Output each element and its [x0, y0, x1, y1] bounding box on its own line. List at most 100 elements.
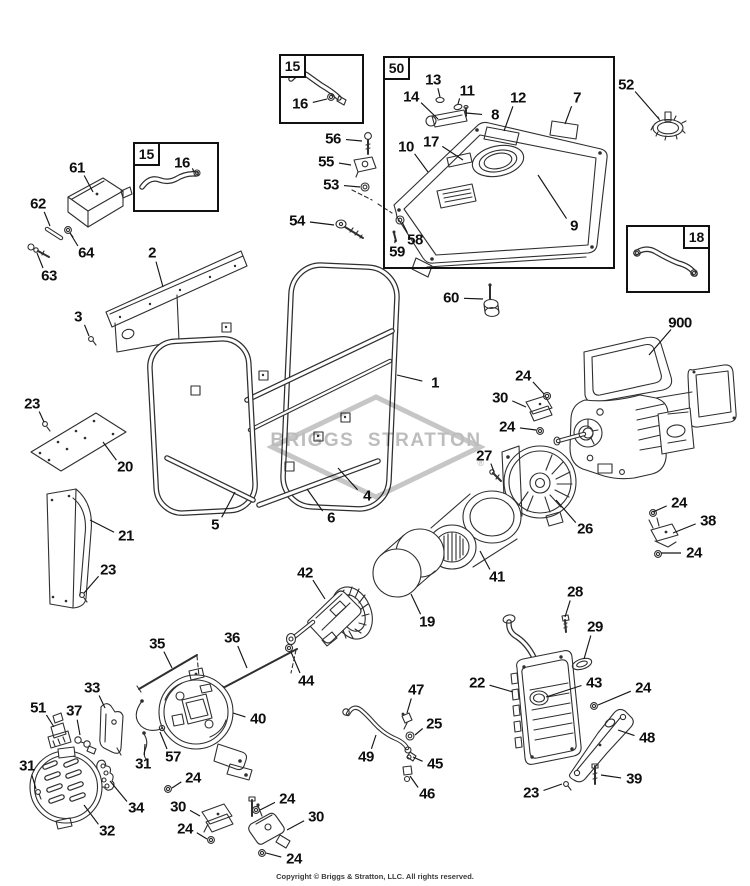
part-callout-62: 62 — [30, 195, 46, 213]
fuel-valve-grommet — [483, 283, 500, 318]
part-callout-36: 36 — [224, 629, 240, 647]
leader-line — [401, 221, 408, 233]
part-callout-20: 20 — [117, 458, 133, 476]
part-callout-34: 34 — [128, 799, 144, 817]
part-callout-22: 22 — [469, 674, 485, 692]
inset-box-50: 50 — [383, 56, 615, 269]
leader-line — [532, 381, 545, 395]
leader-line — [479, 550, 491, 570]
leader-line — [312, 98, 328, 103]
part-callout-38: 38 — [700, 512, 716, 530]
part-callout-61: 61 — [69, 159, 85, 177]
side-panels — [30, 412, 127, 609]
part-callout-37: 37 — [66, 702, 82, 720]
part-callout-48: 48 — [639, 729, 655, 747]
leader-line — [265, 852, 282, 858]
part-callout-63: 63 — [41, 267, 57, 285]
part-callout-23: 23 — [24, 395, 40, 413]
leader-line — [465, 112, 483, 115]
part-callout-35: 35 — [149, 635, 165, 653]
leader-line — [109, 780, 128, 802]
leader-line — [232, 712, 246, 718]
fuel-hose-inset-mid — [139, 169, 201, 190]
part-callout-2: 2 — [148, 244, 156, 262]
leader-line — [396, 374, 423, 382]
leader-line — [43, 211, 51, 227]
leader-line — [409, 775, 419, 788]
leader-line — [617, 729, 635, 737]
part-callout-24: 24 — [177, 820, 193, 838]
part-callout-60: 60 — [443, 289, 459, 307]
part-callout-19: 19 — [419, 613, 435, 631]
leader-line — [414, 153, 429, 173]
part-callout-6: 6 — [327, 509, 335, 527]
leader-line — [489, 684, 514, 693]
part-callout-31: 31 — [135, 755, 151, 773]
leader-line — [83, 175, 94, 193]
brush-and-leads — [47, 699, 166, 791]
leader-line — [412, 756, 423, 762]
part-callout-39: 39 — [626, 770, 642, 788]
inset-box-label: 15 — [135, 144, 160, 166]
part-callout-4: 4 — [363, 487, 371, 505]
part-callout-16: 16 — [292, 95, 308, 113]
leader-line — [290, 651, 301, 674]
leader-line — [463, 297, 484, 300]
part-callout-30: 30 — [170, 798, 186, 816]
intake-silencer — [27, 177, 133, 258]
part-callout-10: 10 — [398, 138, 414, 156]
leader-line — [519, 427, 537, 431]
part-callout-31: 31 — [19, 757, 35, 775]
leader-line — [564, 106, 573, 125]
muffler-group — [502, 614, 634, 791]
engine — [553, 336, 737, 480]
leader-line — [555, 499, 577, 523]
leader-line — [457, 98, 461, 105]
part-callout-9: 9 — [570, 217, 578, 235]
part-callout-7: 7 — [573, 89, 581, 107]
part-callout-21: 21 — [118, 527, 134, 545]
inset-box-label: 50 — [385, 58, 410, 80]
part-callout-40: 40 — [250, 710, 266, 728]
part-callout-45: 45 — [427, 755, 443, 773]
part-callout-1: 1 — [431, 374, 439, 392]
leader-line — [191, 168, 195, 173]
leader-line — [543, 783, 563, 792]
engine-mount-hardware — [489, 391, 679, 558]
leader-line — [83, 324, 90, 337]
leader-line — [564, 600, 571, 618]
part-callout-41: 41 — [489, 568, 505, 586]
leader-line — [98, 695, 106, 709]
part-callout-46: 46 — [419, 785, 435, 803]
mount-cluster-left — [164, 785, 234, 844]
part-callout-42: 42 — [297, 564, 313, 582]
leader-line — [672, 523, 696, 534]
leader-line — [83, 804, 99, 825]
leader-line — [309, 221, 335, 226]
leader-line — [406, 698, 412, 714]
part-callout-64: 64 — [78, 244, 94, 262]
part-callout-900: 900 — [668, 314, 692, 332]
part-callout-14: 14 — [403, 88, 419, 106]
part-callout-16: 16 — [174, 154, 190, 172]
part-callout-59: 59 — [389, 243, 405, 261]
tank-hardware — [392, 96, 579, 242]
rear-bearing-bracket — [136, 648, 298, 781]
part-callout-57: 57 — [165, 748, 181, 766]
leader-line — [410, 593, 422, 615]
leader-line — [345, 139, 363, 142]
part-callout-12: 12 — [510, 89, 526, 107]
part-callout-24: 24 — [279, 790, 295, 808]
part-callout-30: 30 — [308, 808, 324, 826]
part-callout-44: 44 — [298, 672, 314, 690]
leader-line — [189, 809, 201, 817]
part-callout-24: 24 — [686, 544, 702, 562]
part-callout-58: 58 — [407, 231, 423, 249]
inset-box-18: 18 — [626, 225, 710, 293]
part-callout-33: 33 — [84, 679, 100, 697]
leader-line — [312, 579, 326, 600]
leader-line — [45, 714, 55, 728]
part-callout-24: 24 — [635, 679, 651, 697]
fuel-valve-cluster — [248, 796, 291, 857]
